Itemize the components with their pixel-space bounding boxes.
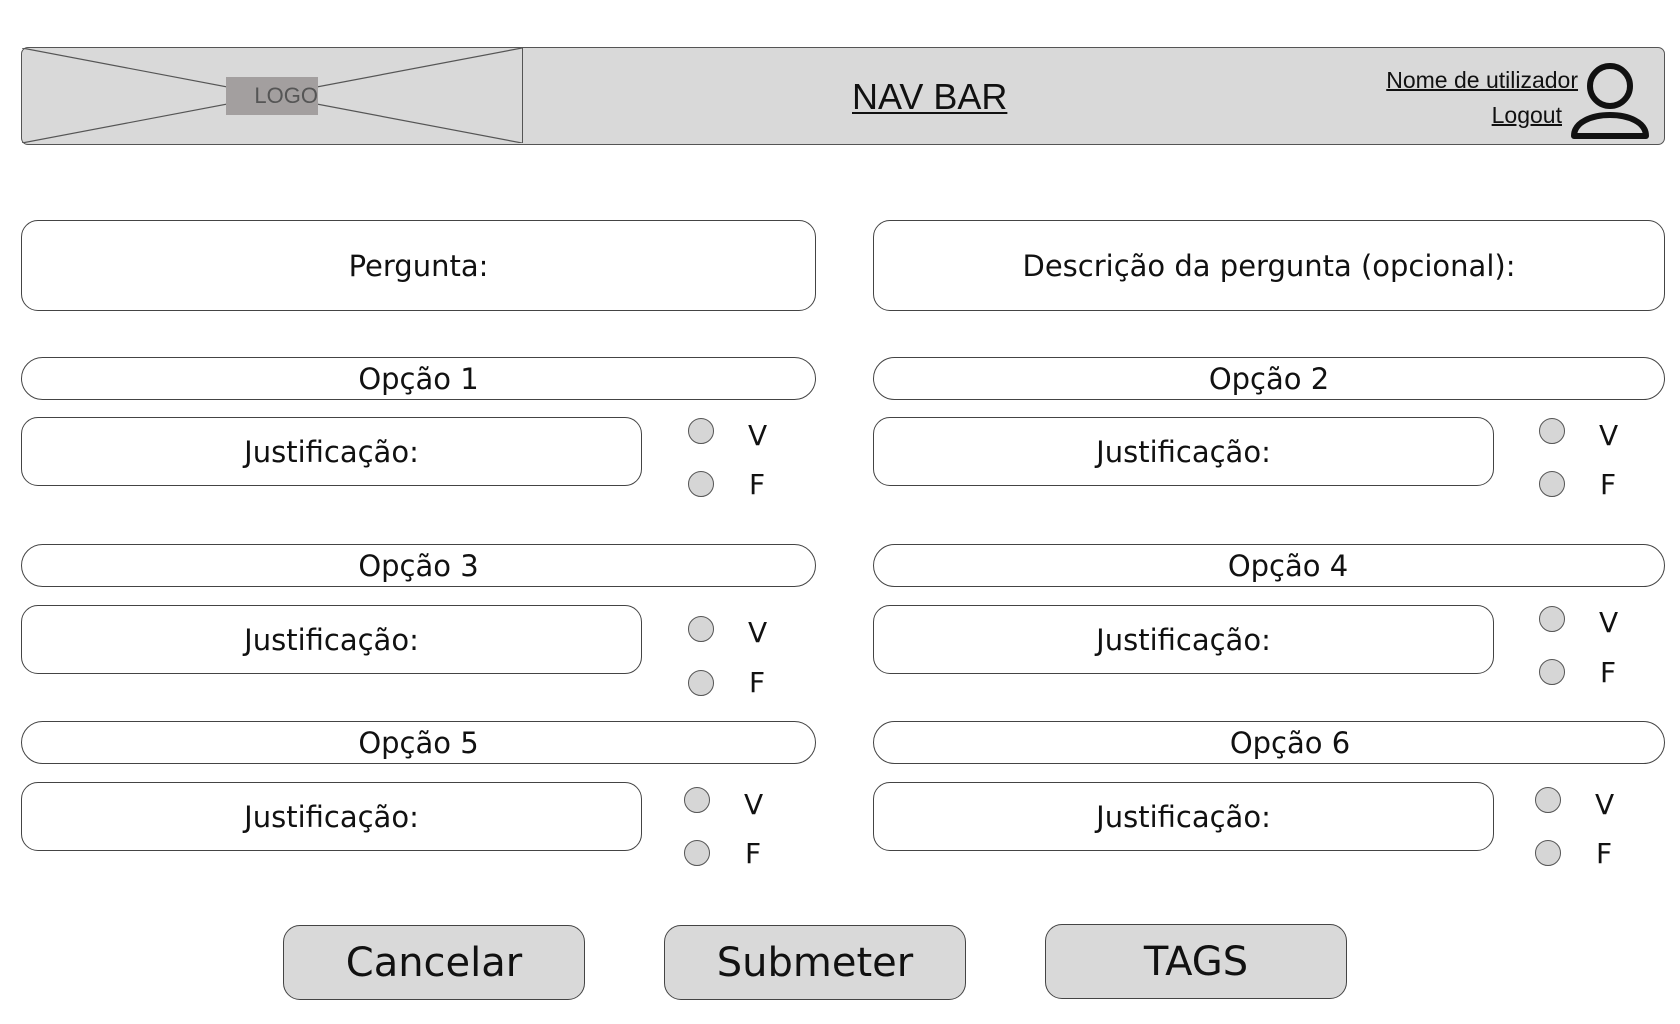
option-2-false-radio[interactable]: [1539, 471, 1565, 497]
option-2-true-radio[interactable]: [1539, 418, 1565, 444]
option-5-label: Opção 5: [358, 725, 479, 760]
option-4-label: Opção 4: [1227, 548, 1349, 583]
option-1-true-label: V: [748, 419, 768, 452]
option-2-justification-field[interactable]: Justificação:: [873, 417, 1494, 486]
option-2-label: Opção 2: [1208, 361, 1330, 396]
option-2-true-label: V: [1599, 419, 1619, 452]
option-4-false-radio[interactable]: [1539, 659, 1565, 685]
option-5-field[interactable]: Opção 5: [21, 721, 816, 764]
option-6-justification-label: Justificação:: [1096, 799, 1271, 834]
option-5-true-radio[interactable]: [684, 787, 710, 813]
option-2-false-label: F: [1600, 468, 1617, 501]
option-2-field[interactable]: Opção 2: [873, 357, 1665, 400]
cancel-button[interactable]: Cancelar: [283, 925, 585, 1000]
option-1-false-radio[interactable]: [688, 471, 714, 497]
question-label: Pergunta:: [348, 248, 489, 283]
option-5-true-label: V: [744, 788, 764, 821]
option-1-false-label: F: [749, 468, 766, 501]
submit-button[interactable]: Submeter: [664, 925, 966, 1000]
option-3-false-label: F: [749, 666, 766, 699]
question-field[interactable]: Pergunta:: [21, 220, 816, 311]
option-3-true-radio[interactable]: [688, 616, 714, 642]
user-name-link[interactable]: Nome de utilizador: [1386, 67, 1578, 93]
question-description-field[interactable]: Descrição da pergunta (opcional):: [873, 220, 1665, 311]
option-1-justification-field[interactable]: Justificação:: [21, 417, 642, 486]
option-6-false-label: F: [1596, 837, 1613, 870]
option-4-false-label: F: [1600, 656, 1617, 689]
nav-bar: LOGO NAV BAR Nome de utilizador Logout: [21, 47, 1665, 145]
tags-button[interactable]: TAGS: [1045, 924, 1347, 999]
option-4-field[interactable]: Opção 4: [873, 544, 1665, 587]
option-6-label: Opção 6: [1229, 725, 1351, 760]
option-1-true-radio[interactable]: [688, 418, 714, 444]
option-3-label: Opção 3: [358, 548, 479, 583]
nav-title: NAV BAR: [852, 76, 1008, 117]
logo-placeholder[interactable]: LOGO: [22, 48, 523, 143]
option-3-field[interactable]: Opção 3: [21, 544, 816, 587]
option-6-false-radio[interactable]: [1535, 840, 1561, 866]
option-3-justification-field[interactable]: Justificação:: [21, 605, 642, 674]
option-4-true-label: V: [1599, 606, 1619, 639]
option-1-label: Opção 1: [358, 361, 479, 396]
option-4-justification-field[interactable]: Justificação:: [873, 605, 1494, 674]
option-2-justification-label: Justificação:: [1096, 434, 1271, 469]
option-5-justification-label: Justificação:: [244, 799, 419, 834]
option-6-true-label: V: [1595, 788, 1615, 821]
option-4-true-radio[interactable]: [1539, 606, 1565, 632]
option-1-justification-label: Justificação:: [244, 434, 419, 469]
option-6-field[interactable]: Opção 6: [873, 721, 1665, 764]
option-4-justification-label: Justificação:: [1096, 622, 1271, 657]
option-5-false-label: F: [745, 837, 762, 870]
option-3-true-label: V: [748, 616, 768, 649]
option-3-justification-label: Justificação:: [244, 622, 419, 657]
option-3-false-radio[interactable]: [688, 670, 714, 696]
option-1-field[interactable]: Opção 1: [21, 357, 816, 400]
option-5-justification-field[interactable]: Justificação:: [21, 782, 642, 851]
user-avatar-icon[interactable]: [1568, 56, 1652, 140]
option-6-true-radio[interactable]: [1535, 787, 1561, 813]
logo-text: LOGO: [226, 77, 318, 115]
option-6-justification-field[interactable]: Justificação:: [873, 782, 1494, 851]
option-5-false-radio[interactable]: [684, 840, 710, 866]
logout-link[interactable]: Logout: [1491, 102, 1562, 128]
question-description-label: Descrição da pergunta (opcional):: [1022, 248, 1516, 283]
